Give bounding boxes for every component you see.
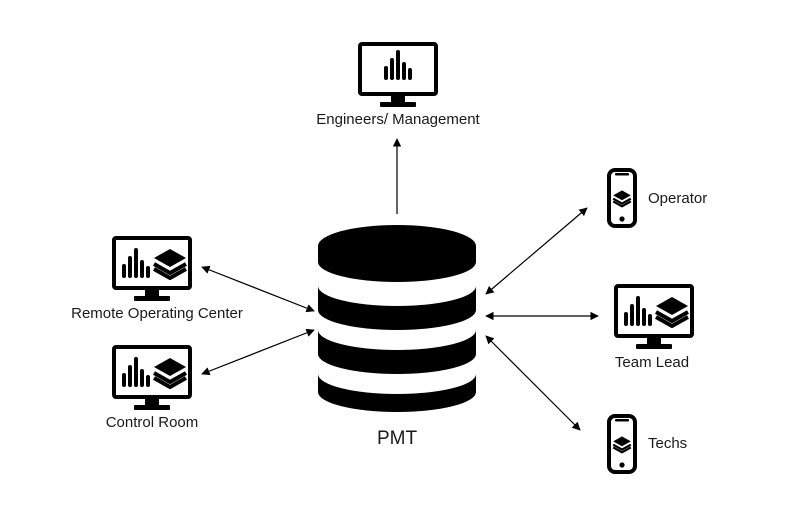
- hub-label: PMT: [376, 428, 418, 449]
- team-lead-label: Team Lead: [614, 354, 690, 371]
- database-icon: [318, 225, 476, 412]
- monitor-chart-icon: [358, 42, 438, 109]
- monitor-chart-layers-icon: [614, 284, 694, 351]
- arrow-control-room: [201, 328, 315, 376]
- arrow-operator: [485, 207, 588, 295]
- phone-layers-icon: [607, 414, 637, 474]
- arrow-techs: [485, 335, 581, 431]
- monitor-chart-layers-icon: [112, 345, 192, 412]
- control-room-label: Control Room: [105, 414, 199, 431]
- arrow-remote-center: [201, 265, 315, 313]
- monitor-chart-layers-icon: [112, 236, 192, 303]
- operator-label: Operator: [648, 190, 708, 207]
- engineers-label: Engineers/ Management: [316, 111, 480, 128]
- remote-center-label: Remote Operating Center: [71, 305, 243, 322]
- techs-label: Techs: [648, 435, 688, 452]
- phone-layers-icon: [607, 168, 637, 228]
